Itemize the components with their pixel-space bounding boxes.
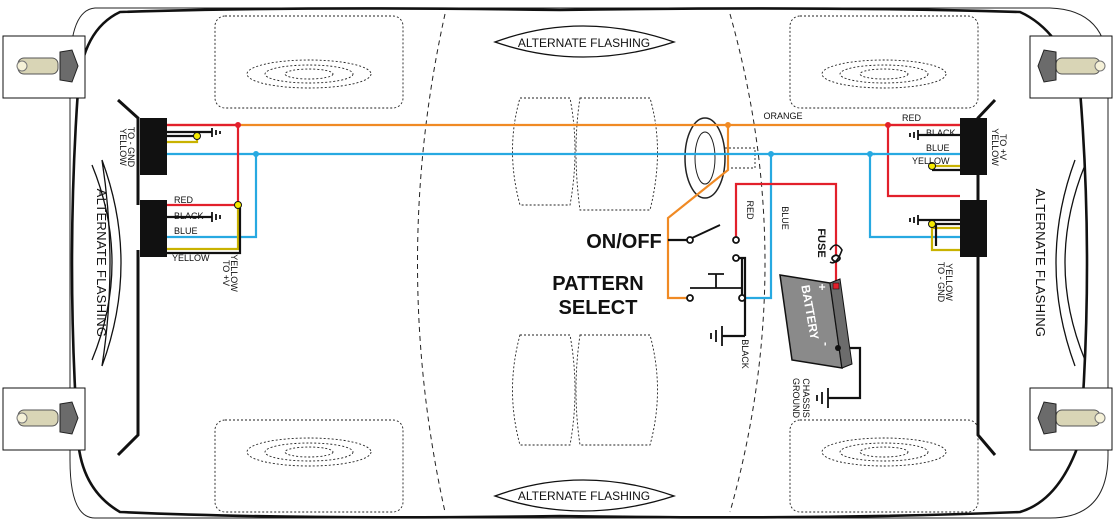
wires [167, 123, 960, 400]
pattern-select-switch [686, 254, 746, 302]
front-right-to-v-label: TO +V [998, 134, 1008, 160]
rear-left-blue-label: BLUE [174, 226, 198, 236]
alternate-flashing-left-label: ALTERNATE FLASHING [94, 189, 109, 338]
battery-plus-label: + [815, 283, 829, 290]
rear-right-yellow-label: YELLOW [944, 263, 954, 301]
ground-label: GROUND [791, 378, 801, 418]
alternate-flashing-bottom-label: ALTERNATE FLASHING [518, 489, 650, 503]
blue-wire-to-switch [742, 154, 773, 300]
front-right-blue-label: BLUE [926, 143, 950, 153]
alternate-flashing-right-label: ALTERNATE FLASHING [1033, 189, 1048, 338]
ground-icon [816, 388, 829, 408]
rear-left-yellow2-label: YELLOW [229, 254, 239, 292]
strobe-tube-front-left [2, 35, 86, 99]
fuse [829, 244, 843, 264]
front-right-black-label: BLACK [926, 128, 956, 138]
on-off-switch [686, 224, 740, 244]
alternate-flashing-bottom: ALTERNATE FLASHING [493, 479, 677, 512]
orange-wire-label: ORANGE [763, 111, 802, 121]
select-label: SELECT [559, 297, 638, 319]
labels: ORANGE ON/OFF PATTERN SELECT RED BLUE BL… [118, 111, 1008, 418]
strobe-tube-front-right [1029, 35, 1113, 99]
battery-minus-label: - [819, 342, 833, 346]
switch-blue-label: BLUE [780, 206, 790, 230]
fuse-label: FUSE [815, 228, 827, 257]
switch-red-label: RED [745, 200, 755, 220]
strobe-tube-rear-left [2, 387, 86, 451]
chassis-label: CHASSIS [801, 378, 811, 418]
rear-left-to-v-label: TO +V [221, 260, 231, 286]
steering-wheel [684, 117, 756, 199]
ground-icon [211, 212, 221, 222]
rear-left-red-label: RED [174, 195, 194, 205]
alternate-flashing-right: ALTERNATE FLASHING [1033, 159, 1086, 367]
front-left-yellow-label: YELLOW [118, 128, 128, 166]
ground-icon [909, 215, 919, 225]
orange-wire-to-switch [666, 125, 730, 300]
lamp-bracket-left [116, 98, 140, 457]
battery [779, 274, 853, 369]
ground-symbols [211, 128, 919, 408]
wheel-front-left [214, 15, 404, 109]
wheel-rear-right [789, 419, 979, 513]
on-off-label: ON/OFF [586, 231, 662, 253]
alternate-flashing-top: ALTERNATE FLASHING [493, 25, 677, 58]
rear-left-yellow-label: YELLOW [172, 253, 210, 263]
switch-black-label: BLACK [740, 339, 750, 369]
alternate-flashing-left: ALTERNATE FLASHING [91, 159, 122, 367]
ground-icon [909, 130, 919, 140]
rear-seats [512, 334, 658, 446]
front-right-yellow2-label: YELLOW [990, 128, 1000, 166]
wheel-rear-left [214, 419, 404, 513]
wheel-front-right [789, 15, 979, 109]
rear-right-to-gnd-label: TO - GND [936, 262, 946, 303]
alternate-flashing-top-label: ALTERNATE FLASHING [518, 36, 650, 50]
front-left-to-gnd-label: TO - GND [126, 127, 136, 168]
rear-left-black-label: BLACK [174, 211, 204, 221]
front-right-red-label: RED [902, 113, 922, 123]
front-seats [512, 97, 658, 211]
ground-icon [710, 326, 723, 346]
pattern-label: PATTERN [552, 273, 643, 295]
ground-icon [211, 128, 221, 137]
front-right-yellow-label: YELLOW [912, 156, 950, 166]
wire-junctions [193, 122, 936, 228]
light-connectors [140, 118, 987, 257]
strobe-tube-rear-right [1029, 387, 1113, 451]
